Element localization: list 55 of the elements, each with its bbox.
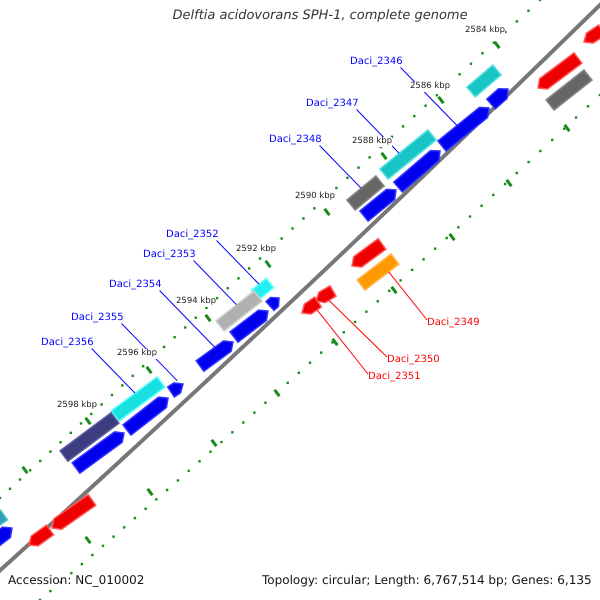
gene-label: Daci_2347 (306, 98, 359, 110)
gene-label: Daci_2352 (166, 229, 219, 240)
gene-label: Daci_2349 (427, 317, 480, 328)
gene-bar (59, 412, 120, 462)
gene-block (71, 431, 125, 474)
leader-line (216, 240, 260, 285)
gene-block (436, 106, 490, 152)
gene-label: Daci_2350 (387, 354, 440, 366)
map-footer-text: Topology: circular; Length: 6,767,514 bp; Genes: 6,135 (262, 574, 592, 588)
tick-label: 2590 kbp (295, 192, 336, 202)
gene-label: Daci_2351 (368, 371, 421, 382)
tick-label: 2588 kbp (352, 137, 392, 147)
map-title: Delftia acidovorans SPH-1, complete genome (172, 9, 468, 24)
leader-line (316, 309, 368, 374)
gene-label: Daci_2356 (41, 337, 94, 348)
gene-bar (466, 64, 502, 98)
tick-label: 2598 kbp (57, 401, 98, 411)
leader-line (91, 348, 136, 394)
gene-block (195, 340, 234, 372)
gene-block (229, 309, 269, 344)
gene-block (583, 24, 600, 44)
leader-line (319, 145, 362, 189)
tick-label: 2596 kbp (117, 349, 158, 359)
gene-label: Daci_2348 (269, 134, 322, 146)
tick-label: 2594 kbp (176, 297, 216, 307)
gene-block (28, 524, 55, 547)
tick-label: 2586 kbp (410, 82, 450, 92)
gene-bar (346, 174, 386, 212)
gene-bar (214, 290, 264, 332)
leader-line (193, 260, 238, 306)
gene-label: Daci_2355 (71, 312, 124, 324)
gene-label: Daci_2354 (109, 279, 162, 290)
gene-block (166, 382, 184, 398)
gene-block (264, 296, 280, 312)
gene-block (358, 188, 397, 222)
gene-bar (356, 252, 400, 292)
gene-bar (378, 128, 438, 180)
leader-line (159, 290, 216, 348)
map-footer-text: Accession: NC_010002 (8, 574, 144, 588)
gene-block (537, 52, 583, 90)
leader-line (388, 271, 428, 320)
gene-label: Daci_2346 (350, 56, 403, 68)
gene-bar (110, 376, 166, 422)
gene-block (301, 296, 322, 315)
gene-block (351, 238, 387, 268)
gene-block (315, 284, 338, 304)
tick-label: 2584 kbp (465, 26, 506, 36)
gene-bar (544, 68, 594, 112)
leader-line (328, 300, 388, 358)
gene-block (486, 88, 509, 110)
gene-block (392, 150, 441, 193)
gene-label: Daci_2353 (143, 249, 196, 260)
gene-block (122, 396, 169, 436)
gene-block (51, 494, 97, 530)
tick-label: 2592 kbp (236, 245, 276, 255)
